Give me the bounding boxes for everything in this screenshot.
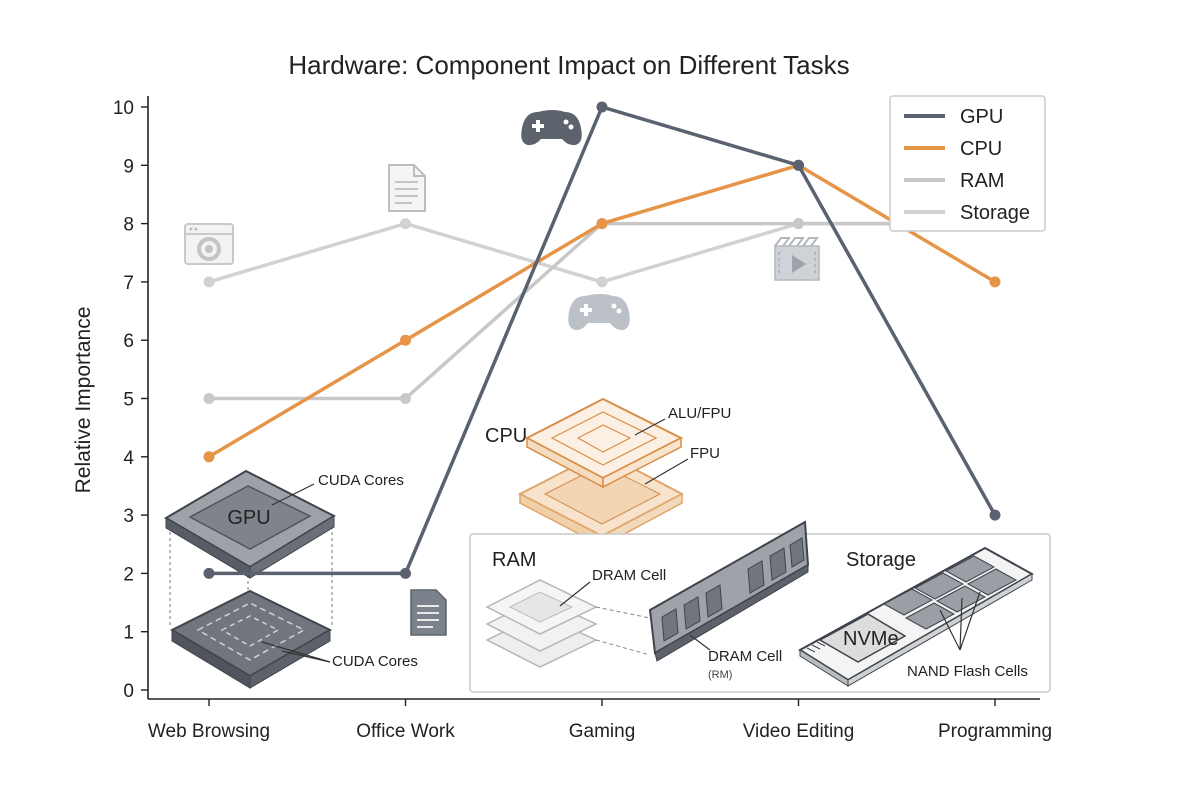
y-tick-label: 3 bbox=[123, 506, 134, 527]
data-point-storage bbox=[203, 276, 215, 288]
data-point-storage bbox=[596, 276, 608, 288]
gpu-title: GPU bbox=[227, 507, 270, 529]
y-tick-label: 10 bbox=[113, 98, 134, 119]
data-point-gpu bbox=[793, 159, 804, 171]
y-tick-label: 7 bbox=[123, 273, 134, 294]
cpu-callout-bottom: FPU bbox=[690, 445, 720, 462]
x-tick-label: Office Work bbox=[356, 721, 455, 742]
ram-title: RAM bbox=[492, 549, 536, 571]
plot-area: 0 1 2 3 4 5 6 7 8 9 10 Web Browsing Office Work Gami… bbox=[113, 96, 1052, 742]
data-point-gpu bbox=[400, 567, 411, 579]
cpu-illustration: CPU ALU/FPU FPU bbox=[485, 397, 731, 548]
gpu-callout-bottom: CUDA Cores bbox=[332, 653, 418, 670]
legend: GPU CPU RAM Storage bbox=[889, 95, 1046, 232]
gamepad-icon-light bbox=[568, 294, 630, 331]
ram-illustration: RAM DRAM Cell DRAM Cell (RM) bbox=[485, 520, 810, 681]
data-point-cpu bbox=[203, 451, 215, 463]
storage-illustration: Storage NVMe NAND Flash Cells bbox=[798, 546, 1035, 687]
legend-label-gpu: GPU bbox=[960, 106, 1003, 128]
data-point-gpu bbox=[203, 567, 215, 579]
data-point-ram bbox=[793, 218, 804, 230]
cpu-callout-top: ALU/FPU bbox=[668, 405, 731, 422]
y-tick-label: 1 bbox=[123, 623, 134, 644]
storage-callout: NAND Flash Cells bbox=[907, 663, 1028, 680]
y-tick-label: 6 bbox=[123, 331, 134, 352]
x-tick-label: Video Editing bbox=[743, 721, 855, 742]
ram-callout-stick: DRAM Cell bbox=[708, 648, 782, 665]
legend-box bbox=[889, 95, 1046, 232]
x-ticks: Web Browsing Office Work Gaming Video Editi… bbox=[148, 699, 1052, 742]
y-tick-label: 0 bbox=[123, 681, 134, 702]
x-tick-label: Gaming bbox=[569, 721, 636, 742]
gamepad-icon-dark bbox=[521, 110, 582, 146]
data-point-cpu bbox=[989, 276, 1001, 288]
storage-title: Storage bbox=[846, 549, 916, 571]
document-icon-top bbox=[388, 164, 426, 212]
data-point-ram bbox=[203, 393, 215, 404]
data-point-storage bbox=[400, 218, 411, 230]
legend-label-storage: Storage bbox=[960, 202, 1030, 224]
y-tick-label: 8 bbox=[123, 215, 134, 236]
document-icon-bottom bbox=[410, 589, 447, 636]
y-tick-label: 4 bbox=[123, 448, 134, 469]
data-point-gpu bbox=[596, 101, 608, 113]
gpu-illustration: GPU CUDA Cores CUDA Cores bbox=[164, 469, 418, 689]
chart-title: Hardware: Component Impact on Different … bbox=[288, 50, 849, 80]
y-axis-label: Relative Importance bbox=[72, 307, 95, 494]
x-tick-label: Programming bbox=[938, 721, 1052, 742]
data-point-cpu bbox=[596, 218, 608, 230]
ram-callout-stick-sub: (RM) bbox=[708, 669, 732, 681]
cpu-title: CPU bbox=[485, 425, 527, 447]
y-tick-label: 5 bbox=[123, 390, 134, 411]
y-ticks: 0 1 2 3 4 5 6 7 8 9 10 bbox=[113, 98, 148, 702]
legend-label-ram: RAM bbox=[960, 170, 1004, 192]
y-tick-label: 2 bbox=[123, 564, 134, 585]
browser-icon bbox=[184, 223, 234, 265]
gpu-callout-top: CUDA Cores bbox=[318, 472, 404, 489]
series-line-storage bbox=[208, 221, 995, 284]
storage-nvme-label: NVMe bbox=[843, 628, 899, 650]
x-tick-label: Web Browsing bbox=[148, 721, 270, 742]
data-point-cpu bbox=[400, 334, 411, 346]
data-point-gpu bbox=[989, 509, 1001, 521]
legend-label-cpu: CPU bbox=[960, 138, 1002, 160]
data-point-ram bbox=[400, 393, 411, 404]
ram-callout-chip: DRAM Cell bbox=[592, 567, 666, 584]
video-icon bbox=[774, 237, 820, 281]
y-tick-label: 9 bbox=[123, 156, 134, 177]
